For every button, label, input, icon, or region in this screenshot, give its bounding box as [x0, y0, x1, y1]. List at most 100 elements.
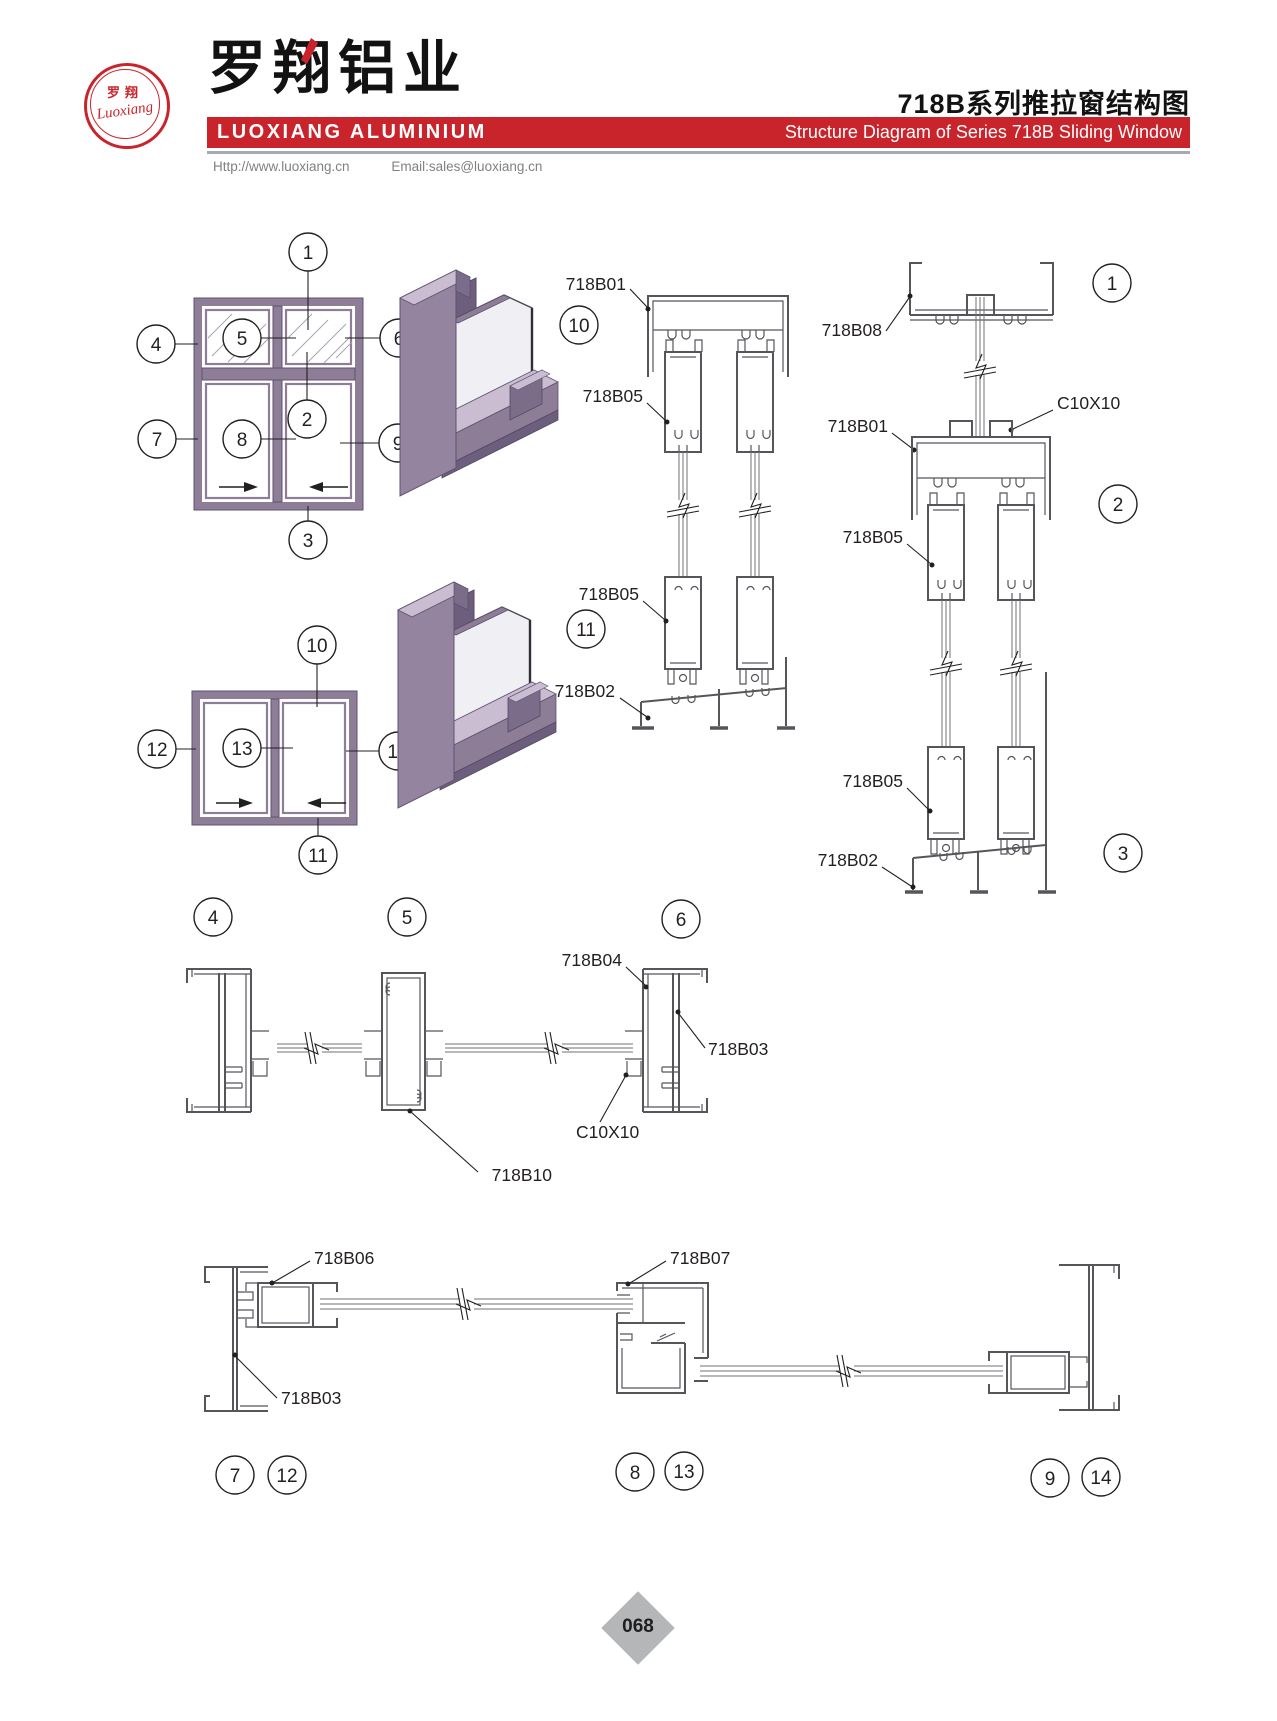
- svg-text:12: 12: [146, 740, 167, 761]
- glass-lines: [445, 1043, 633, 1053]
- svg-text:8: 8: [630, 1463, 641, 1484]
- svg-text:9: 9: [393, 434, 404, 455]
- company-logo: 罗翔 Luoxiang: [84, 63, 170, 149]
- label-718B04: 718B04: [562, 950, 623, 970]
- horizontal-section-bottom: 718B06 718B03 7 12 718B07: [204, 1248, 1121, 1498]
- svg-text:11: 11: [308, 846, 328, 867]
- callout-1-section: 1: [1092, 263, 1132, 303]
- callout-11-section: 11: [566, 609, 606, 649]
- callout-10-section: 10: [559, 305, 599, 345]
- callout-14-section: 14: [1081, 1457, 1121, 1497]
- svg-text:6: 6: [394, 329, 405, 350]
- profile-3d-render-2: [396, 580, 558, 810]
- upper-sash-profiles: [927, 492, 1035, 601]
- email-text: Email:sales@luoxiang.cn: [391, 159, 543, 174]
- callout-4: 4: [136, 324, 176, 364]
- slide-arrows: [219, 482, 348, 492]
- svg-text:13: 13: [673, 1462, 694, 1483]
- glass-lines: [678, 452, 760, 592]
- callout-4-section: 4: [193, 897, 233, 937]
- right-sash: [281, 701, 347, 815]
- window-elevation-1: 1 4 5 6 2 7 8 9 3: [136, 232, 419, 560]
- logo-red-accent: [301, 38, 318, 64]
- label-C10X10: C10X10: [1057, 393, 1121, 413]
- vertical-section-middle: 718B01 10 718B05 718B05 11 718B02: [555, 274, 795, 730]
- slide-arrows: [216, 798, 346, 808]
- callout-13-section: 13: [664, 1451, 704, 1491]
- callout-2-section: 2: [1098, 484, 1138, 524]
- left-jamb-profile: [186, 968, 269, 1113]
- glass-break-symbol: [835, 1354, 862, 1388]
- glass-break-symbol: [455, 1287, 482, 1321]
- svg-text:5: 5: [402, 908, 413, 929]
- label-718B03: 718B03: [708, 1039, 768, 1059]
- glass-break-symbol: [666, 492, 700, 519]
- callout-8: 8: [222, 419, 262, 459]
- svg-text:12: 12: [276, 1466, 297, 1487]
- glass-lines: [941, 600, 1021, 762]
- label-718B07: 718B07: [670, 1248, 730, 1268]
- lower-sash-profiles: [927, 746, 1035, 855]
- top-left-sash: [204, 308, 271, 366]
- svg-text:1: 1: [303, 243, 314, 264]
- glass-break-symbol: [738, 492, 772, 519]
- svg-text:2: 2: [302, 410, 313, 431]
- label-718B03: 718B03: [281, 1388, 341, 1408]
- svg-text:7: 7: [152, 430, 163, 451]
- bottom-left-sash: [204, 382, 271, 500]
- callout-10: 10: [297, 625, 337, 665]
- label-718B06: 718B06: [314, 1248, 374, 1268]
- head-profile-718B08: [909, 262, 1054, 325]
- callout-3: 3: [288, 520, 328, 560]
- page-number: 068: [622, 1616, 654, 1637]
- mullion: [270, 698, 280, 818]
- callout-13: 13: [222, 728, 262, 768]
- label-C10X10: C10X10: [576, 1122, 640, 1142]
- top-mullion: [272, 305, 283, 369]
- left-sash-profile-718B06: [245, 1282, 338, 1328]
- svg-text:4: 4: [208, 908, 219, 929]
- upper-sash-profiles: [664, 339, 775, 453]
- interlock-profile-718B07: [616, 1282, 709, 1394]
- svg-text:10: 10: [306, 636, 327, 657]
- top-right-sash: [284, 308, 353, 366]
- svg-text:2: 2: [1113, 495, 1124, 516]
- callout-9-section: 9: [1030, 1458, 1070, 1498]
- window-elevation-2: 10 12 13 14 11: [137, 625, 418, 875]
- callout-5: 5: [222, 318, 262, 358]
- horizontal-section-middle: 4 5 6: [186, 897, 768, 1185]
- callout-6-section: 6: [661, 899, 701, 939]
- logo-ring: 罗翔 Luoxiang: [90, 69, 160, 139]
- sill-profile: [632, 657, 795, 730]
- callout-5-section: 5: [387, 897, 427, 937]
- bottom-mullion: [272, 379, 283, 503]
- label-718B05: 718B05: [583, 386, 643, 406]
- label-718B05: 718B05: [843, 771, 903, 791]
- callout-leaders: [175, 271, 380, 521]
- left-frame-profile-718B03: [204, 1266, 268, 1412]
- callout-3-section: 3: [1103, 833, 1143, 873]
- page-title-english: Structure Diagram of Series 718B Sliding…: [784, 122, 1182, 142]
- svg-text:13: 13: [231, 739, 252, 760]
- glass-break-symbol: [963, 353, 997, 380]
- svg-text:10: 10: [568, 316, 589, 337]
- company-name-english: LUOXIANG ALUMINIUM: [217, 121, 487, 143]
- lower-sash-profiles: [664, 576, 774, 685]
- company-name-chinese: 罗翔铝业: [208, 36, 469, 101]
- callout-7: 7: [137, 419, 177, 459]
- svg-text:1: 1: [1107, 274, 1118, 295]
- contact-line: Http://www.luoxiang.cn Email:sales@luoxi…: [213, 159, 580, 174]
- label-718B05: 718B05: [579, 584, 639, 604]
- sill-profile: [905, 672, 1056, 894]
- callout-7-section: 7: [215, 1455, 255, 1495]
- callout-2: 2: [287, 399, 327, 439]
- svg-text:3: 3: [303, 531, 314, 552]
- right-jamb-profile-718B04: [625, 968, 708, 1113]
- bottom-right-sash: [284, 382, 353, 500]
- vertical-section-right: 718B08 1 C10X10 718B01 2: [818, 262, 1143, 894]
- svg-text:8: 8: [237, 430, 248, 451]
- svg-text:11: 11: [576, 620, 596, 641]
- svg-text:5: 5: [237, 329, 248, 350]
- svg-text:6: 6: [676, 910, 687, 931]
